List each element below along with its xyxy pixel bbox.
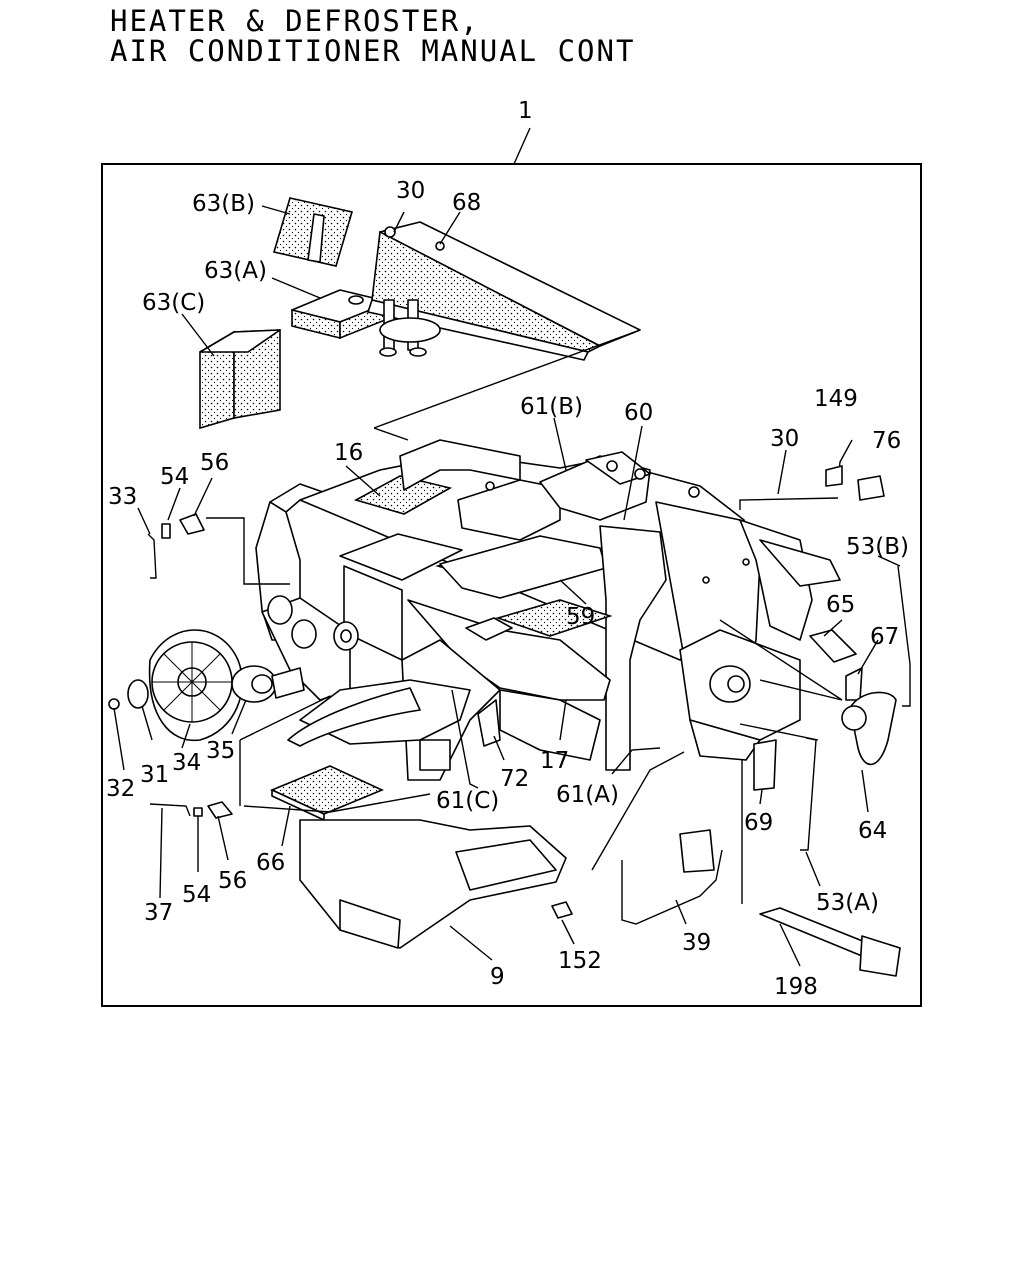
title-line-1: HEATER & DEFROSTER, (110, 4, 480, 38)
rod-33 (147, 533, 157, 579)
clip-54-lower (193, 807, 203, 817)
callout-63a: 63(A) (204, 258, 267, 284)
callout-68: 68 (452, 190, 481, 216)
foam-seal-63b (272, 197, 354, 267)
callout-63c: 63(C) (142, 290, 205, 316)
callout-30-right: 30 (770, 426, 799, 452)
callout-66: 66 (256, 850, 285, 876)
foam-seal-63c (199, 329, 281, 430)
callout-63b: 63(B) (192, 191, 255, 217)
callout-17: 17 (540, 748, 569, 774)
actuator-64 (841, 691, 897, 766)
callout-60: 60 (624, 400, 653, 426)
callout-61a: 61(A) (556, 782, 619, 808)
rod-53b (897, 565, 911, 707)
callout-53b: 53(B) (846, 534, 909, 560)
callout-32: 32 (106, 776, 135, 802)
callout-16: 16 (334, 440, 363, 466)
rod-53a (800, 737, 817, 851)
clip-56-lower (207, 801, 233, 819)
callout-76: 76 (872, 428, 901, 454)
callout-35: 35 (206, 738, 235, 764)
callout-69: 69 (744, 810, 773, 836)
resistor-65 (809, 629, 857, 663)
callout-65: 65 (826, 592, 855, 618)
callout-37: 37 (144, 900, 173, 926)
callout-1: 1 (518, 98, 533, 124)
bracket-69 (753, 739, 777, 791)
blower-fan (148, 629, 243, 742)
callout-152: 152 (558, 948, 602, 974)
callout-72: 72 (500, 766, 529, 792)
heater-core (367, 221, 641, 361)
nut-152 (551, 901, 573, 919)
connector-76 (857, 475, 885, 501)
callout-149: 149 (814, 386, 858, 412)
callout-54-bottom: 54 (182, 882, 211, 908)
clip-56-upper (179, 513, 205, 535)
clip-54-upper (161, 523, 171, 539)
fan-cap-31 (127, 679, 149, 709)
callout-54-top: 54 (160, 464, 189, 490)
harness-39 (621, 829, 723, 925)
diagram-title: HEATER & DEFROSTER, AIR CONDITIONER MANU… (110, 6, 635, 66)
callout-53a: 53(A) (816, 890, 879, 916)
callout-198: 198 (774, 974, 818, 1000)
title-line-2: AIR CONDITIONER MANUAL CONT (110, 34, 636, 68)
rod-37 (149, 803, 191, 817)
callout-33: 33 (108, 484, 137, 510)
mode-actuator-housing (679, 629, 801, 761)
screw-32 (108, 698, 120, 710)
motor-198 (759, 907, 901, 977)
blower-housing (261, 595, 471, 747)
diagram-frame (101, 163, 922, 1007)
callout-39: 39 (682, 930, 711, 956)
thermo-sensor-149 (825, 439, 853, 487)
callout-56-top: 56 (200, 450, 229, 476)
lower-case-9 (299, 819, 567, 949)
callout-59: 59 (566, 604, 595, 630)
callout-61b: 61(B) (520, 394, 583, 420)
callout-34: 34 (172, 750, 201, 776)
fan-motor-35 (231, 665, 305, 703)
clip-67 (845, 667, 863, 701)
callout-64: 64 (858, 818, 887, 844)
callout-61c: 61(C) (436, 788, 499, 814)
callout-31: 31 (140, 762, 169, 788)
callout-67: 67 (870, 624, 899, 650)
callout-9: 9 (490, 964, 505, 990)
callout-30-top: 30 (396, 178, 425, 204)
callout-56-bottom: 56 (218, 868, 247, 894)
